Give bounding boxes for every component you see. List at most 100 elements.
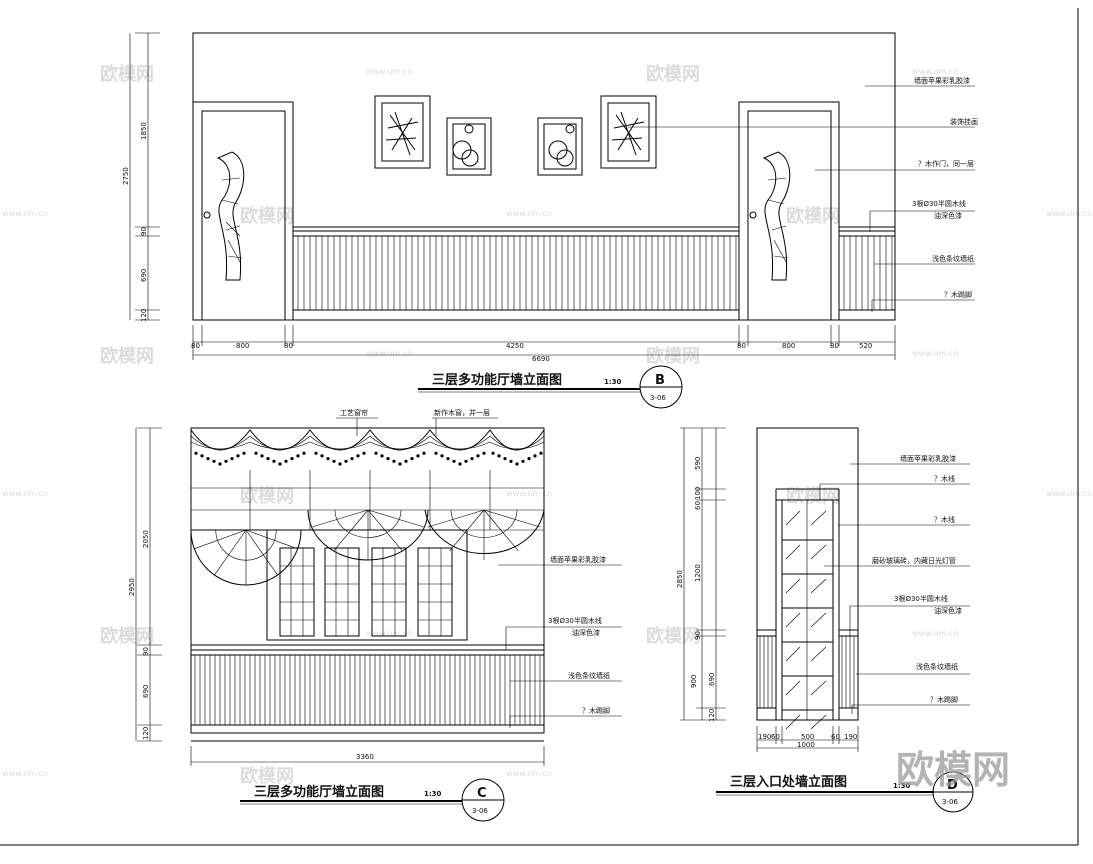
watermark: 欧模网 — [646, 63, 700, 85]
watermark-url: www.om.cn — [2, 489, 48, 498]
note-c-top-1: 工艺窗帘 — [340, 408, 368, 417]
tag-sheet: 3-06 — [942, 798, 958, 806]
window-grid — [191, 470, 544, 641]
tag-letter: C — [477, 786, 487, 801]
dim-wainscot: 690 — [140, 269, 148, 282]
dim-total-height: 2750 — [122, 167, 130, 185]
note-b-3: ？木作门，同一层 — [918, 159, 974, 168]
wainscot-d — [757, 629, 858, 709]
dims-left-d: 2850 590 100 60 1200 90 900 690 120 — [676, 427, 726, 722]
drawing-title: 三层多功能厅墙立面图 — [254, 784, 384, 800]
note-d-8: ？木踢脚 — [930, 695, 958, 704]
dim-d-5: 90 — [694, 631, 702, 640]
note-d-6: 油深色漆 — [934, 606, 962, 615]
drawing-scale: 1:30 — [893, 782, 911, 790]
elevation-b: 2750 1850 90 690 120 80 800 80 4250 80 8… — [122, 32, 978, 409]
note-c-top-2: 新作木窗，并一层 — [434, 408, 490, 417]
dim-d-b-4: 60 — [831, 733, 840, 741]
dim-b-3: 80 — [284, 342, 293, 350]
drawing-scale: 1:30 — [424, 790, 442, 798]
wainscot-c — [191, 644, 544, 726]
dim-b-6: 800 — [782, 342, 795, 350]
dim-d-b-2: 60 — [771, 733, 780, 741]
tag-letter: B — [655, 373, 665, 388]
watermark-url: www.om.cn — [912, 629, 958, 638]
note-c-1: 墙面苹果彩乳胶漆 — [550, 555, 606, 564]
notes-d: 墙面苹果彩乳胶漆 ？木线 ？木线 磨砂玻璃砖，内藏日光灯管 3根Ø30半圆木线 … — [819, 454, 970, 714]
dim-d-total: 1000 — [797, 741, 815, 749]
note-c-2: 3根Ø30半圆木线 — [548, 616, 602, 625]
title-c: 三层多功能厅墙立面图 1:30 C 3-06 — [240, 778, 505, 822]
note-b-7: ？木踢脚 — [944, 290, 972, 299]
dim-d-1: 590 — [694, 457, 702, 470]
painting-2 — [446, 117, 492, 176]
drawing-scale: 1:30 — [604, 378, 622, 386]
dim-rail: 90 — [140, 227, 148, 236]
dim-d-7: 690 — [708, 673, 716, 686]
note-d-2: ？木线 — [934, 474, 955, 483]
watermark-layer: 欧模网 www.om.cn 欧模网 www.om.cn 欧模网 www.om.c… — [2, 63, 1092, 787]
note-d-1: 墙面苹果彩乳胶漆 — [900, 454, 956, 463]
dim-b-5: 80 — [737, 342, 746, 350]
watermark-url: www.om.cn — [2, 769, 48, 778]
wainscot-b — [293, 226, 895, 311]
note-b-5: 油深色漆 — [934, 211, 962, 220]
note-b-4: 3根Ø30半圆木线 — [912, 199, 966, 208]
dim-b-4: 4250 — [506, 342, 524, 350]
dim-d-b-5: 190 — [844, 733, 857, 741]
elevation-d: 2850 590 100 60 1200 90 900 690 120 190 … — [676, 427, 974, 813]
dim-skirting: 120 — [140, 309, 148, 322]
dim-c-total: 3360 — [356, 753, 374, 761]
dim-upper: 2050 — [142, 530, 150, 548]
watermark: 欧模网 — [786, 205, 840, 227]
tag-letter: D — [947, 778, 958, 793]
note-d-7: 浅色条纹墙纸 — [916, 662, 958, 671]
dim-rail: 90 — [142, 647, 150, 656]
watermark-url: www.om.cn — [366, 67, 412, 76]
watermark: 欧模网 — [100, 63, 154, 85]
note-d-3: ？木线 — [934, 515, 955, 524]
watermark: 欧模网 — [646, 625, 700, 647]
dim-d-8: 120 — [708, 709, 716, 722]
title-d: 三层入口处墙立面图 1:30 D 3-06 — [716, 771, 974, 813]
dim-skirting: 120 — [142, 727, 150, 740]
dim-b-2: 800 — [236, 342, 249, 350]
swag-curtains — [190, 509, 545, 586]
dim-wainscot: 690 — [142, 685, 150, 698]
dim-b-1: 80 — [191, 342, 200, 350]
watermark-url: www.om.cn — [506, 769, 552, 778]
note-d-5: 3根Ø30半圆木线 — [894, 594, 948, 603]
watermark-url: www.om.cn — [366, 349, 412, 358]
watermark: 欧模网 — [100, 625, 154, 647]
door-right — [738, 101, 840, 321]
dim-d-6: 900 — [690, 675, 698, 688]
painting-3 — [537, 117, 583, 176]
note-d-4: 磨砂玻璃砖，内藏日光灯管 — [872, 556, 956, 565]
dim-d-3: 60 — [694, 501, 702, 510]
tag-sheet: 3-06 — [650, 394, 666, 402]
dim-total-height: 2950 — [128, 578, 136, 596]
title-b: 三层多功能厅墙立面图 1:30 B 3-06 — [418, 365, 683, 409]
dim-b-8: 520 — [859, 342, 872, 350]
curtain-valance — [190, 429, 545, 466]
tag-sheet: 3-06 — [472, 807, 488, 815]
watermark: 欧模网 — [240, 485, 294, 507]
watermark-url: www.om.cn — [506, 209, 552, 218]
door-left — [192, 101, 294, 321]
watermark: 欧模网 — [100, 345, 154, 367]
note-c-5: ？木踢脚 — [582, 706, 610, 715]
painting-1 — [374, 95, 431, 169]
dim-b-7: 80 — [830, 342, 839, 350]
dim-d-2: 100 — [694, 487, 702, 500]
dims-left-c: 2950 2050 90 690 120 — [128, 427, 162, 742]
watermark: 欧模网 — [240, 205, 294, 227]
watermark-url: www.om.cn — [912, 349, 958, 358]
watermark-url: www.om.cn — [1046, 489, 1092, 498]
watermark: 欧模网 — [786, 485, 840, 507]
watermark-url: www.om.cn — [366, 629, 412, 638]
drawing-title: 三层入口处墙立面图 — [730, 774, 847, 790]
watermark-url: www.om.cn — [2, 209, 48, 218]
dim-total-height: 2850 — [676, 570, 684, 588]
